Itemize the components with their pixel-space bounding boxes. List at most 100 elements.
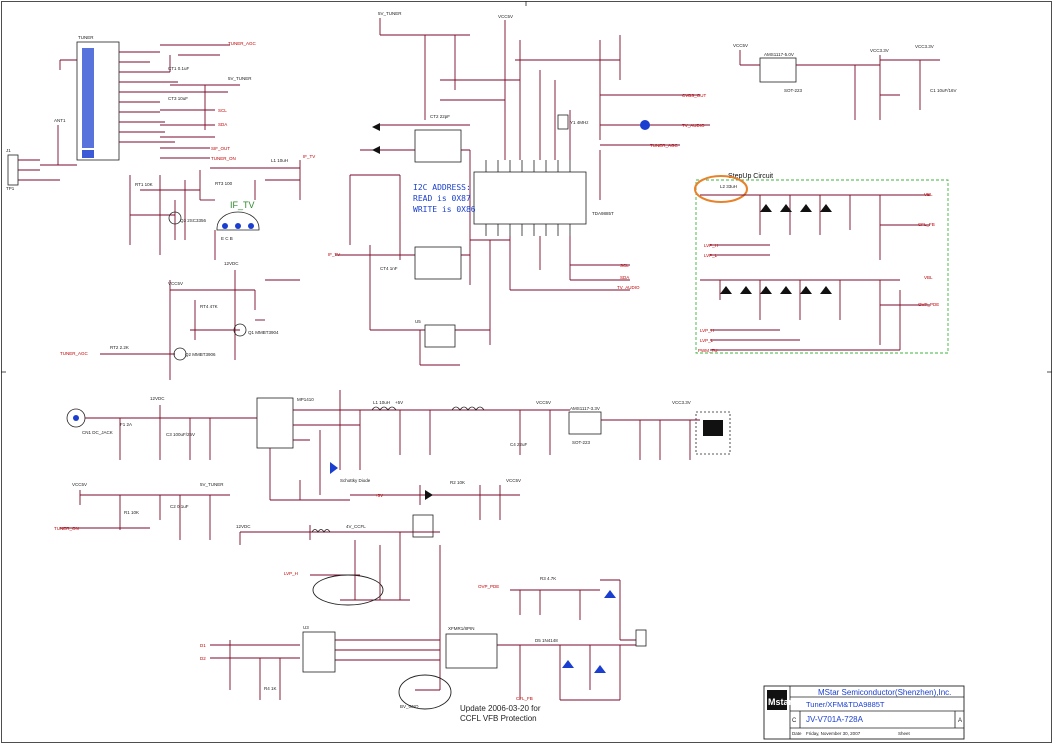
net-12vdc-mid: 12VDC	[150, 396, 165, 401]
schottky-diode-icon	[330, 462, 338, 474]
q3-label: Q3 2SC3356	[180, 218, 207, 223]
net-sda-2: SDA	[620, 275, 629, 280]
r2-label: R2 10K	[450, 480, 465, 485]
if-transistor-block: Q3 2SC3356 RT1 10K RT3 100 L1 10uH IF_TV…	[129, 154, 315, 260]
title-block: Mstar MStar Semiconductor(Shenzhen),Inc.…	[763, 685, 965, 740]
net-vcc5v-top: VCC5V	[498, 14, 513, 19]
doc-number: JV-V701A-728A	[806, 715, 864, 724]
net-if-tv-top: IF_TV	[303, 154, 315, 159]
q1-label: Q1 MMBT3904	[248, 330, 279, 335]
ct4-label: CT4 1nF	[380, 266, 398, 271]
zone-ticks	[1, 1, 1052, 373]
ams1117-bot-label: AMS1117-3.3V	[570, 406, 600, 411]
sheet-title: Tuner/XFM&TDA9885T	[806, 700, 885, 709]
y1-label: Y1 4MHz	[570, 120, 589, 125]
cn1-label: CN1 DC_JACK	[82, 430, 113, 435]
fuse-label: F1 2A	[120, 422, 132, 427]
i2c-write: WRITE is 0X86	[413, 205, 476, 214]
net-sda: SDA	[218, 122, 227, 127]
marked-ellipse-2	[398, 674, 452, 710]
net-agc-top: TUNER_AGC	[650, 143, 679, 148]
c3-label: C3 100uF/25V	[166, 432, 195, 437]
if-demodulator: TDA9885T	[328, 11, 710, 366]
schottky-label: Schottky Diode	[340, 478, 371, 483]
sot223-top-label: SOT-223	[784, 88, 803, 93]
net-5v-mid: +5V	[395, 400, 403, 405]
ct3-label: CT3 10uF	[168, 96, 188, 101]
net-lvp-l-2: LVP_L	[700, 338, 714, 343]
r4-label: R4 1K	[264, 686, 277, 691]
net-12vdc-low: 12VDC	[236, 524, 251, 529]
power-supply-row: CN1 DC_JACK MP1410 AMS1117-3.3V SOT-223	[66, 390, 731, 501]
net-fm-on: TUNER_ON	[211, 156, 236, 161]
tuner-label: TUNER	[78, 35, 94, 40]
net-5v-tuner: 5V_TUNER	[228, 76, 252, 81]
net-cfl-fb: CFL_FB	[918, 222, 935, 227]
ct2-label: CT2 22pF	[430, 114, 450, 119]
r1-label: R1 10K	[124, 510, 139, 515]
net-tuner-on: TUNER_ON	[54, 526, 79, 531]
date-label: Date	[792, 731, 802, 736]
net-vbl: VBL	[924, 192, 933, 197]
saw-filter-1	[414, 129, 462, 163]
net-vcc5v-sw: VCC5V	[506, 478, 521, 483]
net-lvp-h-low: LVP_H	[284, 571, 298, 576]
company-name: MStar Semiconductor(Shenzhen),Inc.	[818, 688, 951, 697]
rt1-label: RT1 10K	[135, 182, 153, 187]
saw-filter-3	[424, 324, 456, 348]
net-ovp-pde: OVP_PDE	[918, 302, 939, 307]
net-vcc5v-reg: VCC5V	[733, 43, 748, 48]
net-ovp-pde-low: OVP_PDE	[478, 584, 499, 589]
net-lvp-l: LVP_L	[704, 253, 718, 258]
net-vbl-2: VBL	[924, 275, 933, 280]
sheet-label: Sheet	[898, 731, 911, 736]
net-if-tv-left: IF_TV	[328, 252, 340, 257]
net-cvbs: CVBS_OUT	[682, 93, 707, 98]
u3-label: U3	[303, 625, 309, 630]
net-5v-tuner-top: 5V_TUNER	[378, 11, 402, 16]
net-lvp-h: LVP_H	[704, 243, 718, 248]
net-sif: SIF_OUT	[211, 146, 230, 151]
logo-text: Mstar	[768, 697, 793, 707]
net-d1: D1	[200, 643, 206, 648]
net-scl: SCL	[218, 108, 227, 113]
regulator-top: AMS1117-5.0V SOT-223 VCC5V VCC3.3V VCC3.…	[733, 43, 957, 120]
net-tv-audio: TV_AUDIO	[617, 285, 640, 290]
u2-chip	[568, 411, 602, 435]
l1-label-mid: L1 10uH	[373, 400, 390, 405]
net-4v-ccfl: 4V_CCFL	[346, 524, 366, 529]
net-cfl-fb-low: CFL_FB	[516, 696, 533, 701]
date-value: Friday, November 30, 2007	[806, 731, 861, 736]
if-tv-label: IF_TV	[230, 200, 255, 210]
net-tuner-agc: TUNER_AGC	[228, 41, 257, 46]
marked-ellipse-1	[312, 574, 384, 606]
c4-label: C4 22uF	[510, 442, 528, 447]
ecb-label: E C B	[221, 236, 233, 241]
net-tuner-agc-2: TUNER_AGC	[60, 351, 89, 356]
l2-label: L2 33uH	[720, 184, 737, 189]
sot223-outline	[695, 411, 731, 455]
agc-transistor-block: Q1 MMBT3904 Q2 MMBT3906 RT4 47K RT2 2.2K…	[60, 261, 300, 380]
net-bv-gnd: BV_GND	[400, 704, 419, 709]
stepup-circuit: StepUp Circuit	[694, 173, 949, 354]
r3-label: R3 4.7K	[540, 576, 556, 581]
d5-label: D5 1N4148	[535, 638, 558, 643]
tuner-outputs: TUNER_AGC SCL SDA SIF_OUT TUNER_ON 5V_TU…	[160, 41, 300, 169]
net-d2: D2	[200, 656, 206, 661]
net-vcc33-reg-b: VCC3.3V	[915, 44, 934, 49]
net-5v-sw: +5V	[375, 493, 383, 498]
cn-label: J1	[6, 148, 11, 153]
mp1410-label: MP1410	[297, 397, 314, 402]
rev-value: A	[958, 718, 962, 724]
stepup-title: StepUp Circuit	[728, 173, 773, 180]
l1-label: L1 10uH	[271, 158, 288, 163]
transformer	[445, 633, 498, 669]
inductor-coil	[371, 406, 485, 411]
update-note: Update 2006-03-20 for	[460, 704, 541, 713]
rt2-label: RT2 2.2K	[110, 345, 129, 350]
update-note-2: CCFL VFB Protection	[460, 714, 537, 723]
u1-chip	[256, 397, 294, 449]
connector-j	[635, 629, 647, 647]
